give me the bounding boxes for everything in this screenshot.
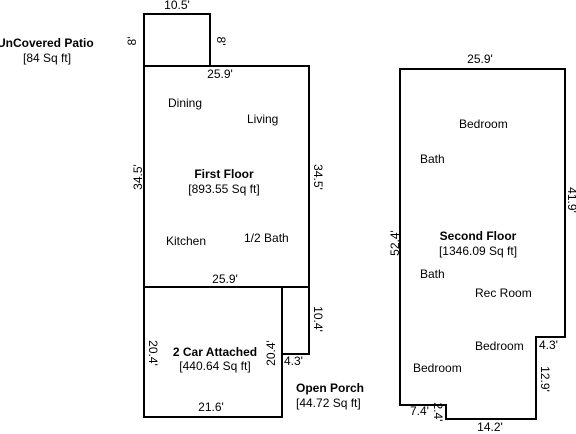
first-floor-area: [893.55 Sq ft] [188, 182, 260, 196]
garage-name: 2 Car Attached [172, 345, 258, 359]
garage-outline [143, 286, 283, 418]
first-floor-bottom-dimension: 25.9' [212, 272, 238, 286]
notch-width-dimension: 4.3' [539, 338, 558, 352]
first-floor-right-dimension: 34.5' [311, 164, 325, 190]
porch-name: Open Porch [296, 381, 365, 395]
bedroom-right-label: Bedroom [475, 339, 524, 353]
patio-area: [84 Sq ft] [23, 51, 72, 65]
second-floor-left-dimension: 52.4' [388, 230, 402, 256]
step-height-dimension: 2.4' [431, 402, 445, 422]
bedroom-bottom-label: Bedroom [413, 361, 462, 375]
garage-area: [440.64 Sq ft] [179, 359, 251, 373]
bath-top-label: Bath [420, 152, 445, 166]
second-floor-top-dimension: 25.9' [467, 52, 493, 66]
bedroom-top-label: Bedroom [459, 117, 508, 131]
second-floor-area: [1346.09 Sq ft] [438, 244, 518, 258]
porch-width-dimension: 4.3' [284, 354, 303, 368]
second-floor-outline [399, 68, 566, 420]
first-floor-name: First Floor [194, 167, 254, 181]
porch-height-dimension: 10.4' [311, 306, 325, 332]
kitchen-label: Kitchen [166, 234, 207, 248]
second-floor-bottom-dimension: 14.2' [477, 420, 503, 434]
porch-outline [282, 286, 310, 355]
first-floor-top-dimension: 25.9' [207, 67, 233, 81]
bath-mid-label: Bath [420, 267, 445, 281]
second-floor-name: Second Floor [439, 229, 517, 243]
second-floor-right-dimension: 41.9' [565, 187, 576, 213]
half-bath-label: 1/2 Bath [244, 231, 289, 245]
rec-room-label: Rec Room [475, 286, 532, 300]
patio-right-dimension: 8' [214, 36, 228, 46]
living-label: Living [247, 112, 279, 126]
step-width-dimension: 7.4' [410, 404, 429, 418]
first-floor-left-dimension: 34.5' [131, 164, 145, 190]
patio-outline [143, 13, 211, 67]
patio-name: UnCovered Patio [0, 36, 94, 50]
patio-left-dimension: 8' [125, 36, 139, 46]
notch-height-dimension: 12.9' [538, 366, 552, 392]
patio-top-dimension: 10.5' [164, 0, 190, 12]
garage-bottom-dimension: 21.6' [198, 400, 224, 414]
porch-area: [44.72 Sq ft] [296, 396, 361, 410]
dining-label: Dining [168, 96, 203, 110]
